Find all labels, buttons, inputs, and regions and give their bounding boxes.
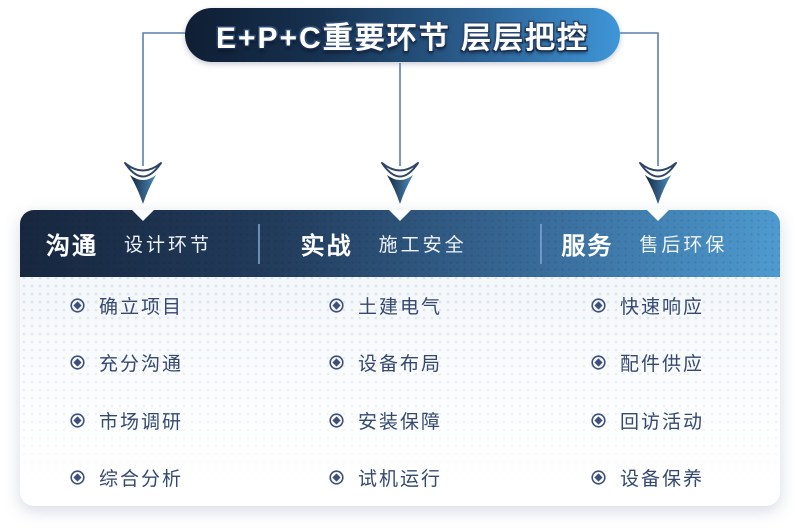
page-title: E+P+C重要环节 层层把控	[215, 22, 590, 55]
down-arrow-icon	[124, 162, 162, 204]
diamond-bullet-icon	[70, 355, 85, 370]
card-body: 确立项目 充分沟通 市场调研 综合分析 土建电气 设备布局	[20, 277, 780, 506]
diamond-bullet-icon	[70, 298, 85, 313]
column-subtitle: 施工安全	[378, 235, 467, 256]
connector-line-right	[620, 32, 659, 166]
list-item: 回访活动	[591, 392, 780, 449]
diamond-bullet-icon	[329, 470, 344, 485]
column-service-list: 快速响应 配件供应 回访活动 设备保养	[518, 277, 780, 506]
diamond-bullet-icon	[329, 413, 344, 428]
list-item-label: 试机运行	[358, 468, 443, 490]
column-name: 沟通	[46, 233, 98, 260]
diamond-bullet-icon	[591, 355, 606, 370]
diamond-bullet-icon	[591, 413, 606, 428]
header-notch	[132, 210, 154, 221]
down-arrow-icon	[381, 162, 419, 204]
column-subtitle: 设计环节	[124, 235, 213, 256]
header-notch	[647, 210, 669, 221]
column-name: 实战	[300, 233, 353, 260]
list-item: 安装保障	[329, 392, 518, 449]
list-item-label: 市场调研	[99, 411, 184, 433]
column-practice-list: 土建电气 设备布局 安装保障 试机运行	[259, 277, 518, 506]
list-item: 设备保养	[591, 449, 780, 506]
column-communication-list: 确立项目 充分沟通 市场调研 综合分析	[20, 277, 259, 506]
list-item: 综合分析	[70, 449, 259, 506]
column-header-communication: 沟通 设计环节	[20, 210, 265, 277]
column-header-service: 服务 售后环保	[519, 210, 780, 277]
diamond-bullet-icon	[329, 298, 344, 313]
list-item-label: 设备布局	[358, 354, 443, 376]
list-item: 设备布局	[329, 334, 518, 391]
list-item-label: 综合分析	[99, 468, 184, 490]
column-name: 服务	[561, 233, 614, 260]
list-item-label: 充分沟通	[99, 354, 184, 376]
down-arrow-icon	[639, 162, 677, 204]
list-item: 确立项目	[70, 277, 259, 334]
epc-card: 沟通 设计环节 实战 施工安全 服务 售后环保 确立项目 充分沟通 市场调研	[20, 210, 780, 506]
header-divider	[258, 224, 260, 264]
list-item-label: 确立项目	[99, 297, 184, 319]
list-item-label: 土建电气	[358, 297, 443, 319]
list-item: 充分沟通	[70, 334, 259, 391]
list-item-label: 设备保养	[620, 468, 705, 490]
diamond-bullet-icon	[70, 470, 85, 485]
diamond-bullet-icon	[70, 413, 85, 428]
header-divider	[540, 224, 542, 264]
list-item: 快速响应	[591, 277, 780, 334]
column-header-practice: 实战 施工安全	[265, 210, 520, 277]
card-header-band: 沟通 设计环节 实战 施工安全 服务 售后环保	[20, 210, 780, 277]
list-item: 试机运行	[329, 449, 518, 506]
title-banner: E+P+C重要环节 层层把控	[185, 8, 620, 62]
list-item: 土建电气	[329, 277, 518, 334]
list-item: 市场调研	[70, 392, 259, 449]
list-item-label: 配件供应	[620, 354, 705, 376]
column-subtitle: 售后环保	[639, 235, 728, 256]
header-notch	[389, 210, 411, 221]
diamond-bullet-icon	[591, 470, 606, 485]
list-item-label: 快速响应	[620, 297, 705, 319]
list-item: 配件供应	[591, 334, 780, 391]
list-item-label: 回访活动	[620, 411, 705, 433]
list-item-label: 安装保障	[358, 411, 443, 433]
connector-line-left	[142, 32, 185, 166]
diamond-bullet-icon	[329, 355, 344, 370]
diamond-bullet-icon	[591, 298, 606, 313]
